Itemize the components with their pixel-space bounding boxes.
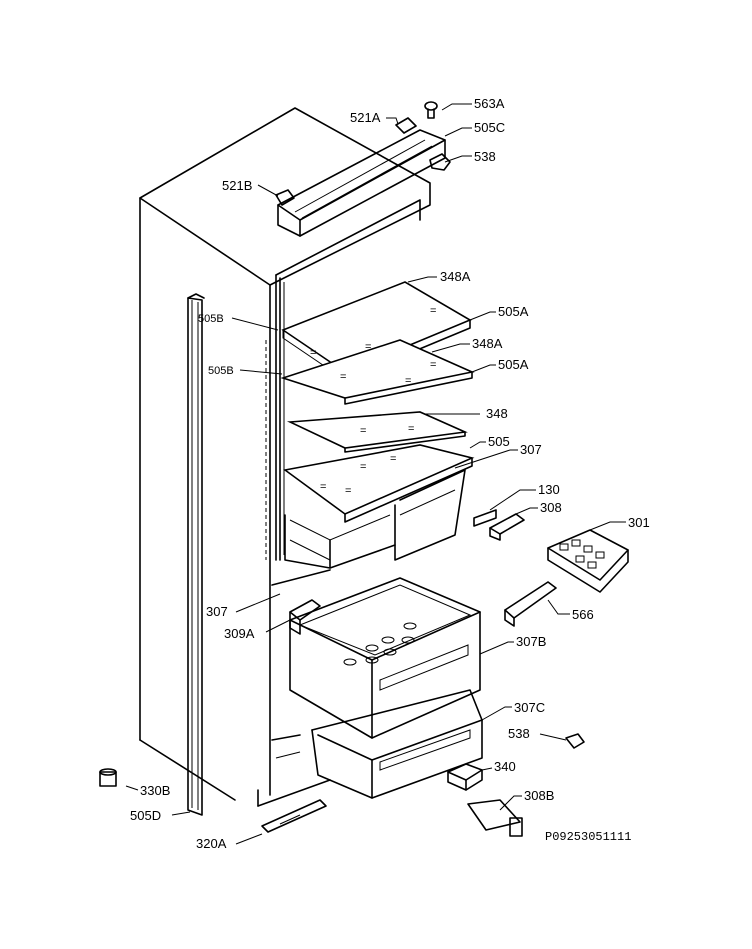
svg-text:=: = bbox=[430, 359, 436, 371]
label-301: 301 bbox=[628, 515, 650, 530]
bracket-538-bottom bbox=[565, 733, 585, 749]
hinge-320a bbox=[261, 799, 327, 833]
label-505b-1: 505B bbox=[198, 313, 224, 325]
label-538-top: 538 bbox=[474, 149, 496, 164]
rail-130 bbox=[473, 509, 497, 527]
label-566: 566 bbox=[572, 607, 594, 622]
label-505a-1: 505A bbox=[498, 304, 529, 319]
door-seal-505d bbox=[187, 293, 205, 816]
label-130: 130 bbox=[538, 482, 560, 497]
glass-shelf-4: = = = = bbox=[283, 444, 475, 523]
svg-text:=: = bbox=[360, 461, 366, 473]
cap-563a bbox=[424, 101, 438, 119]
label-348a-1: 348A bbox=[440, 269, 471, 284]
crisper-drawers-307 bbox=[284, 469, 466, 569]
svg-text:=: = bbox=[360, 425, 366, 437]
label-307b: 307B bbox=[516, 634, 546, 649]
svg-text:=: = bbox=[320, 481, 326, 493]
label-521a: 521A bbox=[350, 110, 381, 125]
label-307-top: 307 bbox=[520, 442, 542, 457]
label-330b: 330B bbox=[140, 783, 170, 798]
svg-text:=: = bbox=[340, 371, 346, 383]
label-307c: 307C bbox=[514, 700, 545, 715]
label-521b: 521B bbox=[222, 178, 252, 193]
bracket-308 bbox=[489, 513, 525, 541]
svg-text:=: = bbox=[430, 305, 436, 317]
svg-text:=: = bbox=[345, 485, 351, 497]
reference-code: P09253051111 bbox=[545, 830, 631, 844]
vegetable-drawer-307b bbox=[289, 577, 481, 739]
ice-tray-301 bbox=[547, 529, 629, 593]
label-505b-2: 505B bbox=[208, 365, 234, 377]
label-309a: 309A bbox=[224, 626, 255, 641]
hinge-308b bbox=[467, 799, 523, 837]
label-505: 505 bbox=[488, 434, 510, 449]
bracket-538-top bbox=[429, 153, 451, 171]
label-538-bottom: 538 bbox=[508, 726, 530, 741]
clip-521b bbox=[275, 189, 295, 206]
leader-lines bbox=[125, 103, 626, 845]
cabinet-body bbox=[139, 107, 431, 807]
glass-shelf-3: = = bbox=[286, 411, 468, 453]
svg-text:=: = bbox=[408, 423, 414, 435]
label-320a: 320A bbox=[196, 836, 227, 851]
label-308b: 308B bbox=[524, 788, 554, 803]
svg-text:=: = bbox=[365, 341, 371, 353]
foot-330b bbox=[99, 768, 117, 787]
label-563a: 563A bbox=[474, 96, 505, 111]
svg-text:=: = bbox=[310, 347, 316, 359]
label-340: 340 bbox=[494, 759, 516, 774]
lower-drawer-307c bbox=[311, 689, 483, 799]
svg-text:=: = bbox=[390, 453, 396, 465]
bracket-566 bbox=[504, 581, 557, 627]
label-348: 348 bbox=[486, 406, 508, 421]
label-307-left: 307 bbox=[206, 604, 228, 619]
label-505c: 505C bbox=[474, 120, 505, 135]
holder-309a bbox=[289, 599, 321, 635]
clip-521a bbox=[395, 117, 417, 134]
label-348a-2: 348A bbox=[472, 336, 503, 351]
label-505d: 505D bbox=[130, 808, 161, 823]
part-labels: 563A 521A 505C 538 521B 348A 505B 505A 3… bbox=[130, 96, 650, 851]
svg-text:=: = bbox=[405, 375, 411, 387]
label-308: 308 bbox=[540, 500, 562, 515]
label-505a-2: 505A bbox=[498, 357, 529, 372]
